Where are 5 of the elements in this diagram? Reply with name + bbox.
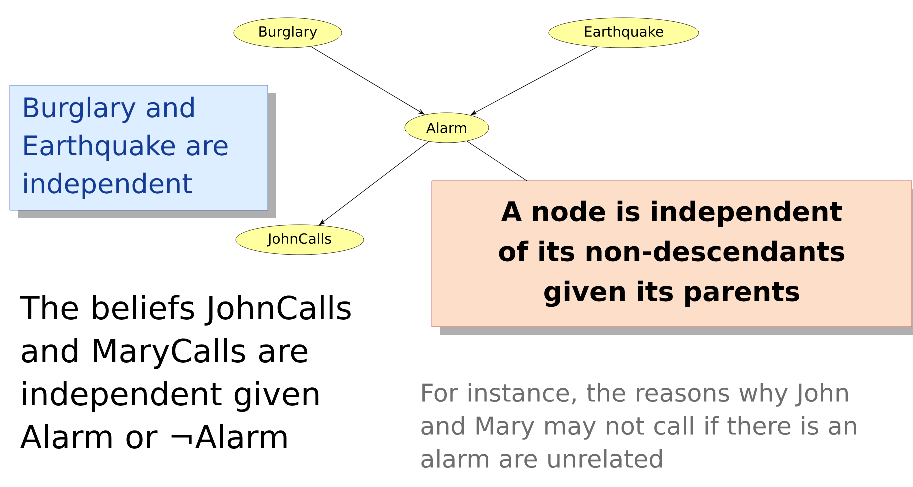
note-text: The beliefs JohnCalls and MaryCalls are independent given Alarm or ¬Alarm bbox=[20, 295, 351, 449]
note-text: For instance, the reasons why John and Mary may not call if there is an alarm are unrelated bbox=[422, 383, 856, 468]
note-box: Burglary and Earthquake are independent bbox=[10, 85, 276, 218]
note-box: A node is independent of its non-descendants given its parents bbox=[432, 180, 913, 335]
arrow bbox=[319, 141, 430, 226]
